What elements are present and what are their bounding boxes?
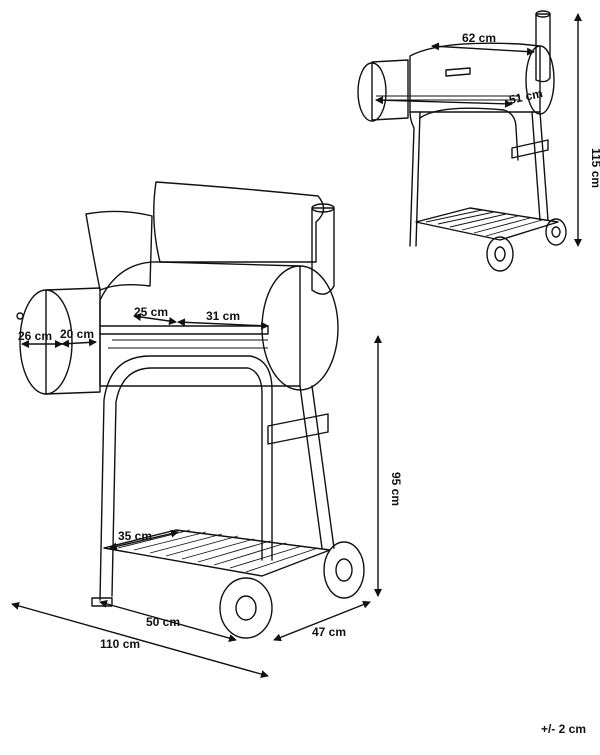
grill-width-label: 31 cm	[206, 309, 240, 323]
small-rear-wheel-hub	[551, 226, 561, 238]
small-chimney-top	[535, 10, 551, 18]
large-main-lid	[153, 181, 325, 263]
small-depth-label: 51 cm	[508, 86, 544, 107]
wheelbase-label: 50 cm	[146, 615, 180, 629]
large-rear-wheel-hub	[335, 558, 353, 582]
small-front-wheel	[486, 236, 514, 272]
total-depth-dimension-line	[273, 600, 371, 642]
total-depth-label: 47 cm	[312, 625, 346, 639]
shelf-dimension-line	[109, 529, 179, 551]
small-grill-illustration	[357, 10, 567, 272]
large-chimney	[311, 207, 335, 295]
small-strap	[511, 139, 549, 159]
large-firebox-vent	[16, 312, 24, 320]
small-width-label: 62 cm	[462, 31, 496, 45]
small-front-leg	[409, 111, 421, 247]
small-rear-wheel	[545, 218, 567, 246]
large-grill-illustration	[16, 181, 365, 639]
small-width-dimension-line	[431, 42, 535, 56]
large-cooking-grate	[99, 325, 269, 335]
small-firebox-end	[357, 62, 387, 122]
side-box-width-dimension-line	[61, 338, 97, 348]
shelf-label: 35 cm	[118, 529, 152, 543]
small-height-label: 115 cm	[589, 148, 600, 188]
small-arch	[419, 107, 519, 161]
small-chimney	[535, 13, 551, 83]
small-depth-dimension-line	[375, 96, 513, 108]
large-chimney-top	[311, 203, 335, 213]
small-lid-handle	[445, 67, 471, 77]
side-box-depth-label: 26 cm	[18, 329, 52, 343]
small-rear-leg	[531, 111, 549, 221]
small-front-wheel-hub	[494, 246, 506, 262]
small-firebox	[371, 59, 409, 121]
large-rear-wheel	[323, 541, 365, 599]
large-firebox-lid	[85, 210, 153, 291]
large-front-wheel	[219, 577, 273, 639]
large-stand-arch	[99, 355, 273, 601]
tolerance-note: +/- 2 cm	[540, 722, 586, 736]
small-grate	[376, 95, 520, 101]
large-barrel-body	[99, 261, 301, 387]
side-box-width-label: 20 cm	[60, 327, 94, 341]
large-stand-arch-inner	[111, 367, 263, 597]
grill-height-label: 95 cm	[389, 472, 403, 506]
large-rear-legs	[299, 385, 335, 549]
large-grate-bars	[108, 339, 268, 349]
large-firebox-body	[45, 287, 101, 395]
large-leg-strap	[267, 413, 329, 445]
total-length-dimension-line	[11, 602, 269, 678]
small-shelf	[415, 207, 559, 241]
grill-width-dimension-line	[177, 318, 269, 330]
large-front-wheel-hub	[235, 595, 257, 621]
grill-depth-label: 25 cm	[134, 305, 168, 319]
total-length-label: 110 cm	[100, 637, 140, 651]
grill-depth-dimension-line	[133, 313, 177, 325]
small-shelf-bars	[425, 209, 543, 237]
